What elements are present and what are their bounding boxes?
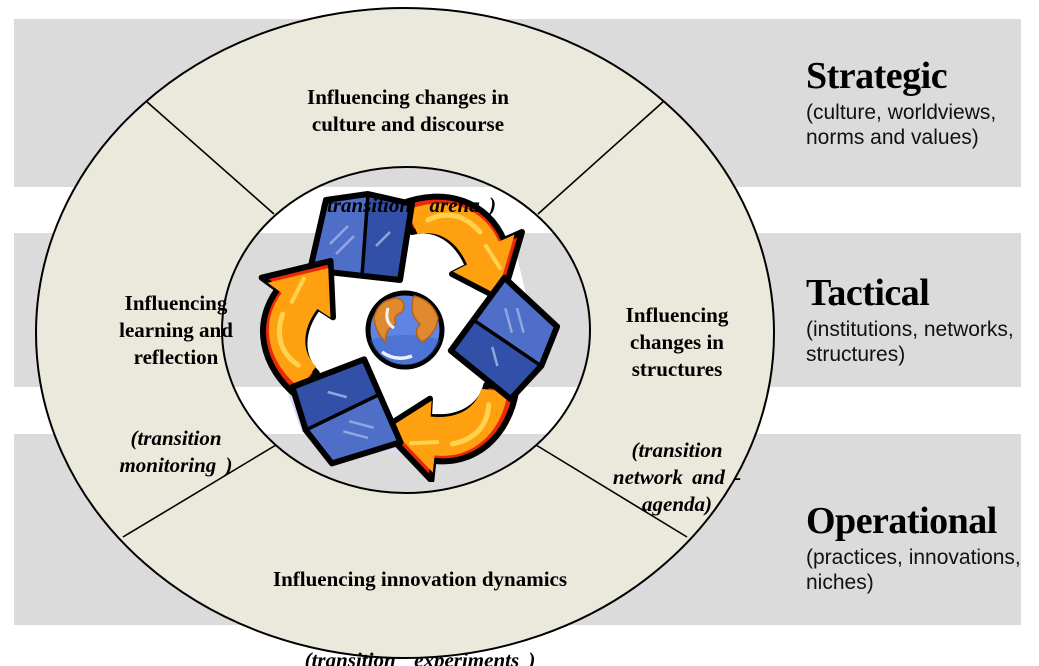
level-tactical: Tactical (institutions, networks, struct…: [806, 272, 1039, 367]
quadrant-bottom-label: Influencing innovation dynamics (transit…: [228, 512, 612, 666]
level-operational-description: (practices, innovations, niches): [806, 546, 1021, 594]
quadrant-right-title: Influencing changes in structures: [625, 303, 729, 381]
quadrant-top-title: Influencing changes in culture and disco…: [307, 85, 509, 136]
level-operational: Operational (practices, innovations, nic…: [806, 500, 1039, 595]
quadrant-left-subtitle: (transition monitoring ): [119, 426, 233, 477]
level-strategic: Strategic (culture, worldviews, norms an…: [806, 55, 1039, 150]
quadrant-right-subtitle: (transition network and - agenda): [612, 438, 742, 516]
level-strategic-name: Strategic: [806, 55, 948, 97]
quadrant-bottom-title: Influencing innovation dynamics: [272, 567, 568, 591]
quadrant-left-title: Influencing learning and reflection: [119, 291, 233, 369]
level-tactical-description: (institutions, networks, structures): [806, 318, 1014, 366]
level-operational-name: Operational: [806, 500, 997, 542]
quadrant-top-label: Influencing changes in culture and disco…: [258, 30, 558, 273]
quadrant-top-subtitle: (transition arena ): [320, 193, 496, 217]
quadrant-right-label: Influencing changes in structures (trans…: [598, 248, 756, 572]
level-strategic-description: (culture, worldviews, norms and values): [806, 101, 997, 149]
quadrant-left-label: Influencing learning and reflection (tra…: [84, 236, 268, 533]
level-tactical-name: Tactical: [806, 272, 930, 314]
quadrant-bottom-subtitle: (transition experiments ): [304, 648, 536, 666]
